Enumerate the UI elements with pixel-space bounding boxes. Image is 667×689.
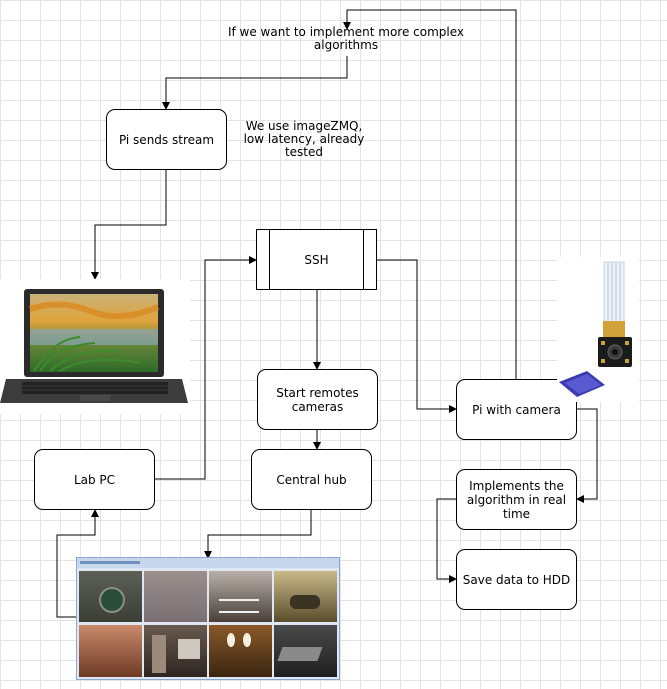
edge-pi-stream-to-laptop [91, 169, 167, 280]
laptop-image [0, 279, 190, 414]
node-save-data-hdd[interactable]: Save data to HDD [456, 549, 577, 610]
edge-central-hub-to-camera-grid [204, 509, 312, 559]
edge-lab-pc-to-ssh [155, 256, 257, 480]
node-start-remotes-cameras[interactable]: Start remotes cameras [257, 369, 378, 430]
camera-grid-titlebar [77, 558, 339, 568]
edge-camera-grid-to-lab-pc [56, 509, 99, 618]
note-complex-algorithms: If we want to implement more complex alg… [227, 25, 465, 52]
pi-camera-module-image [557, 257, 639, 402]
ssh-label: SSH [304, 252, 329, 267]
camera-feeds-grid-image [76, 557, 340, 680]
camera-feed-5 [79, 625, 142, 677]
camera-feed-8 [274, 625, 337, 677]
node-central-hub[interactable]: Central hub [251, 449, 372, 510]
camera-feed-1 [79, 571, 142, 622]
edge-complex-to-pi-stream [162, 56, 348, 110]
edge-ssh-to-pi-camera [377, 259, 457, 413]
edge-pi-camera-to-implements [576, 408, 598, 503]
camera-feed-2 [144, 571, 207, 622]
node-lab-pc[interactable]: Lab PC [34, 449, 155, 510]
camera-feed-6 [144, 625, 207, 677]
edge-pi-camera-to-complex [343, 9, 517, 379]
node-ssh[interactable]: SSH [256, 229, 377, 290]
camera-feed-3 [209, 571, 272, 622]
node-implements-algorithm[interactable]: Implements the algorithm in real time [456, 469, 577, 530]
node-pi-with-camera[interactable]: Pi with camera [456, 379, 577, 440]
edge-implements-to-save [436, 498, 457, 583]
camera-feed-7 [209, 625, 272, 677]
camera-feed-4 [274, 571, 337, 622]
note-imagezmq: We use imageZMQ, low latency, already te… [243, 119, 365, 159]
node-pi-sends-stream[interactable]: Pi sends stream [106, 109, 227, 170]
